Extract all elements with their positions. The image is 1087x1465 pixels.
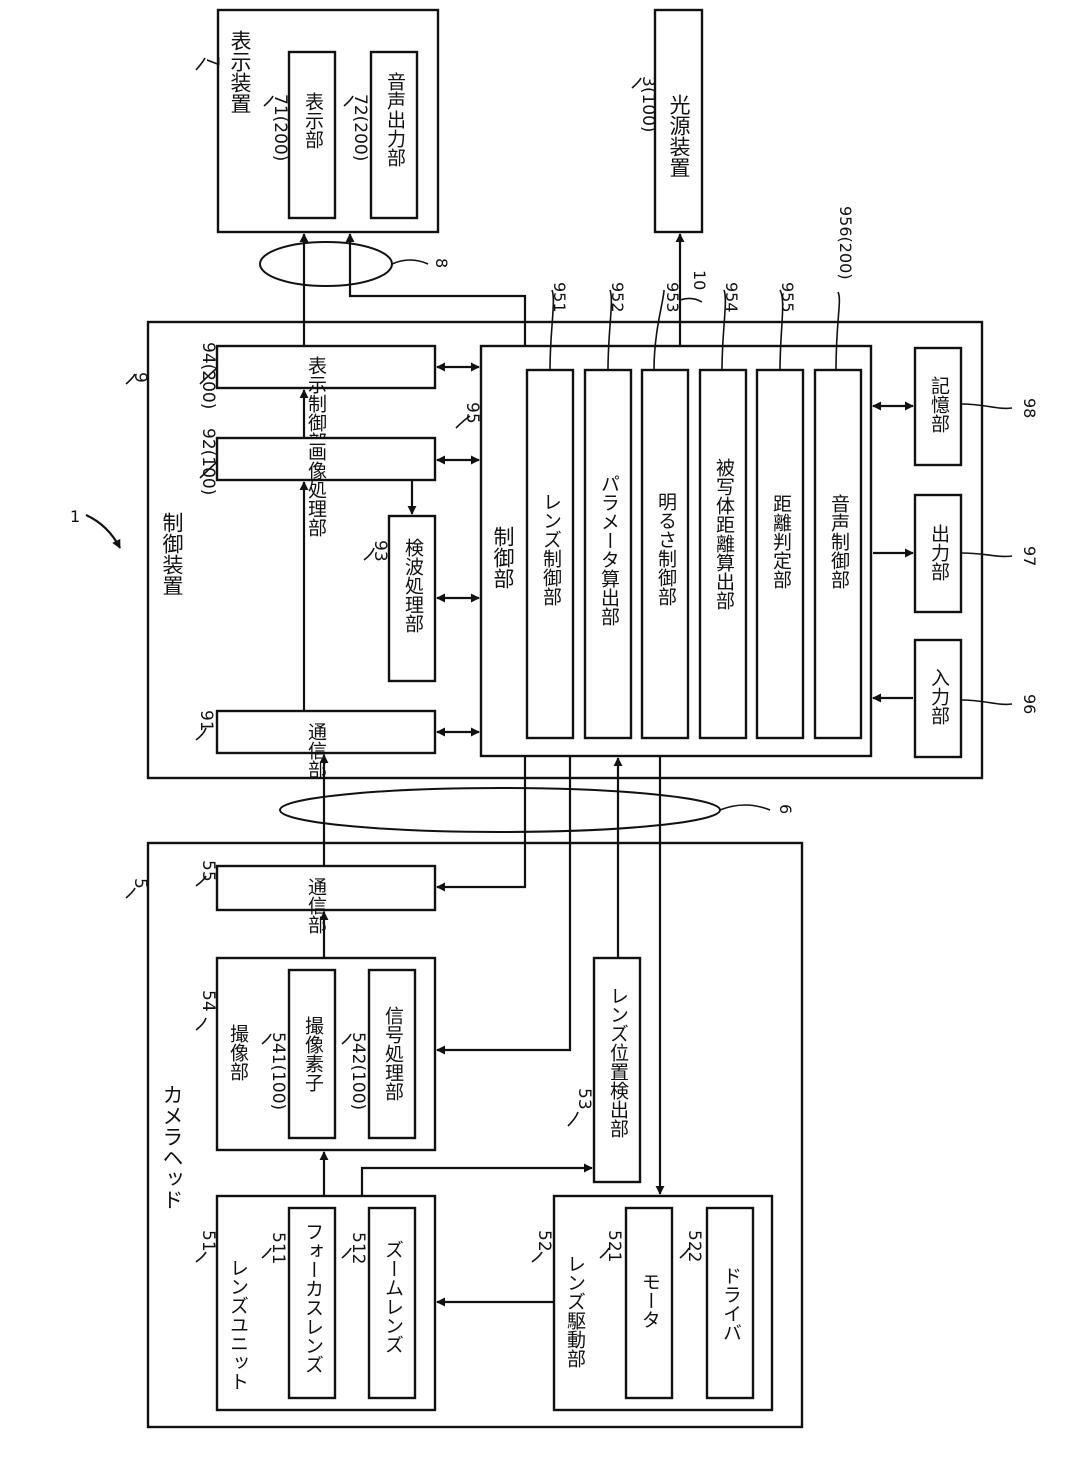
brightness-control-label: 明るさ制御部 <box>655 492 677 606</box>
cable-10-ref: 10 <box>690 270 709 290</box>
lens-unit-ref: 51 <box>198 1230 218 1252</box>
audio-output-label: 音声出力部 <box>384 72 406 167</box>
output-label: 出力部 <box>928 524 950 581</box>
image-processing-ref: 92(100) <box>198 428 218 495</box>
lens-drive-label: レンズ駆動部 <box>564 1254 586 1368</box>
leader <box>720 805 770 810</box>
leader <box>680 298 702 302</box>
camera-head-ref: 5 <box>130 878 150 889</box>
imaging-ref: 54 <box>198 990 218 1012</box>
audio-output-ref: 72(200) <box>350 94 370 161</box>
imaging-label: 撮像部 <box>227 1024 249 1081</box>
detection-processing-label: 検波処理部 <box>402 538 424 633</box>
zoom-lens-label: ズームレンズ <box>382 1240 404 1354</box>
figure-ref-arrow <box>86 515 120 548</box>
controller-label: 制御部 <box>491 526 515 589</box>
lens-control-label: レンズ制御部 <box>540 492 562 606</box>
leader <box>126 888 135 898</box>
cable-6-ref: 6 <box>776 804 795 814</box>
driver-label: ドライバ <box>720 1266 742 1342</box>
subject-distance-calc-label: 被写体距離算出部 <box>713 458 735 610</box>
display-unit-ref: 71(200) <box>270 94 290 161</box>
signal-processing-label: 信号処理部 <box>382 1006 404 1101</box>
cam-communication-ref: 55 <box>198 860 218 882</box>
parameter-calc-label: パラメータ算出部 <box>598 474 620 626</box>
storage-ref: 98 <box>1020 398 1039 418</box>
lens-drive-ref: 52 <box>534 1230 554 1252</box>
image-sensor-label: 撮像素子 <box>302 1016 324 1092</box>
figure-ref: 1 <box>70 507 80 526</box>
light-source-label: 光源装置 <box>667 94 691 178</box>
display-device-ref: 7 <box>202 56 222 67</box>
audio-control-ref: 956(200) <box>836 206 855 280</box>
control-device-label: 制御装置 <box>160 512 184 596</box>
camera-head-label: カメラヘッド <box>160 1084 184 1210</box>
display-control-label: 表示制御部 <box>305 356 327 451</box>
lens-unit-label: レンズユニット <box>227 1258 249 1391</box>
image-sensor-ref: 541(100) <box>268 1032 288 1110</box>
cable-8-ref: 8 <box>432 258 451 268</box>
camera-head: カメラヘッド 通信部 撮像部 撮像素子 信号処理部 レンズ位置検出部 レンズユニ… <box>148 843 802 1427</box>
audio-control-label: 音声制御部 <box>828 494 850 589</box>
display-device: 表示装置 表示部 音声出力部 <box>218 10 438 232</box>
image-processing-label: 画像処理部 <box>305 442 327 537</box>
control-device: 制御装置 表示制御部 画像処理部 検波処理部 通信部 制御部 レンズ制御部 パラ… <box>148 322 982 779</box>
signal-processing-ref: 542(100) <box>348 1032 368 1110</box>
display-device-label: 表示装置 <box>228 30 252 114</box>
leader <box>392 260 428 264</box>
distance-judge-ref: 955 <box>778 282 797 313</box>
storage-label: 記憶部 <box>928 376 950 433</box>
output-ref: 97 <box>1020 546 1039 566</box>
focus-lens-label: フォーカスレンズ <box>302 1222 324 1374</box>
distance-judge-label: 距離判定部 <box>770 494 792 589</box>
display-unit-label: 表示部 <box>302 92 324 149</box>
cable-6-ellipse <box>280 788 720 832</box>
input-ref: 96 <box>1020 694 1039 714</box>
cable-8-ellipse <box>260 242 392 286</box>
light-source-ref: 3(100) <box>638 76 658 133</box>
input-label: 入力部 <box>928 668 950 725</box>
lens-position-label: レンズ位置検出部 <box>607 986 629 1138</box>
motor-label: モータ <box>639 1272 661 1329</box>
driver-ref: 522 <box>684 1230 704 1262</box>
lens-position-ref: 53 <box>574 1088 594 1110</box>
motor-ref: 521 <box>604 1230 624 1262</box>
